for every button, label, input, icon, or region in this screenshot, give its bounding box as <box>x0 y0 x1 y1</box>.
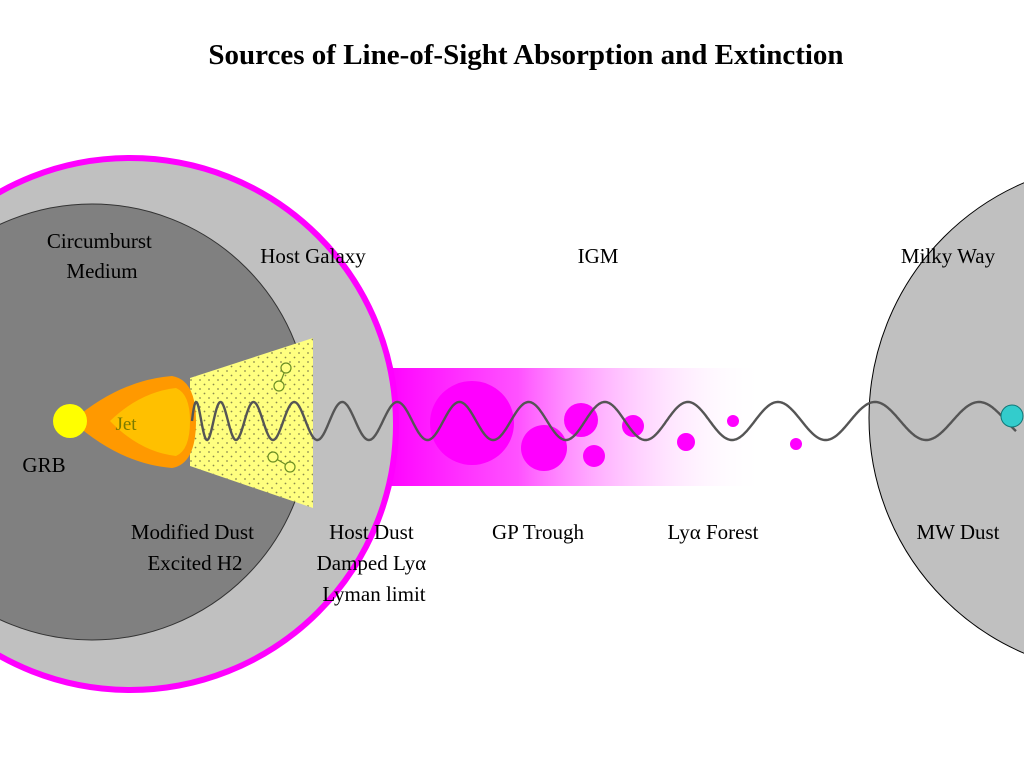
lya-forest-cloud <box>727 415 739 427</box>
jet-label: Jet <box>115 414 137 435</box>
jet-inner <box>110 388 190 456</box>
gp-trough-cloud-upper <box>564 403 598 437</box>
lya-forest-cloud <box>622 415 644 437</box>
grb-source <box>53 404 87 438</box>
lya-forest-cloud <box>677 433 695 451</box>
host-dust-label: Host Dust Damped Lyα Lyman limit <box>317 520 432 606</box>
host-galaxy-label: Host Galaxy <box>260 244 366 268</box>
modified-dust-label: Modified Dust Excited H2 <box>131 520 259 575</box>
gp-trough-cloud-large <box>430 381 514 465</box>
gp-trough-label: GP Trough <box>492 520 585 544</box>
circumburst-label: Circumburst Medium <box>47 229 157 283</box>
h2-molecule-lower <box>267 451 296 473</box>
page-title: Sources of Line-of-Sight Absorption and … <box>208 39 843 71</box>
h2-molecule-upper <box>273 362 292 392</box>
lya-forest-label: Lyα Forest <box>668 520 759 544</box>
gp-trough-cloud-small <box>583 445 605 467</box>
light-wave <box>190 400 1017 442</box>
milky-way-disk <box>868 182 1024 654</box>
grb-label: GRB <box>22 453 65 477</box>
igm-absorbers <box>430 381 802 471</box>
mw-dust-label: MW Dust <box>916 520 999 544</box>
lya-forest-cloud <box>790 438 802 450</box>
gp-trough-cloud <box>521 425 567 471</box>
milky-way-label: Milky Way <box>901 244 996 268</box>
dust-cone-dots <box>190 338 313 508</box>
igm-label: IGM <box>578 244 619 268</box>
observer-earth <box>1000 404 1024 428</box>
